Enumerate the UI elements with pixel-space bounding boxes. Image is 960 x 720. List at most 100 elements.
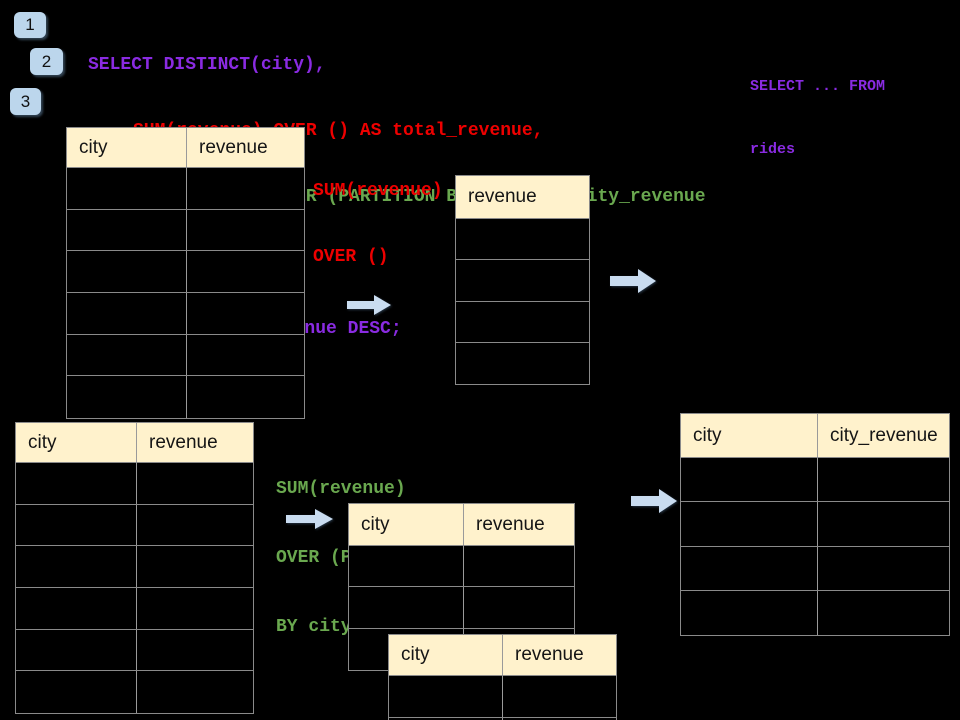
column-header-city-revenue: city_revenue (830, 424, 938, 446)
table-cell-empty (349, 546, 464, 587)
table-partition-overlay: city revenue (388, 634, 617, 720)
table-cell-empty (818, 591, 949, 635)
table-cell-empty (681, 502, 818, 546)
table-row (349, 587, 574, 629)
table-row (67, 334, 304, 377)
flow-arrow-right-3 (286, 509, 333, 529)
table-cell-empty (187, 251, 304, 292)
table-cell-empty (464, 587, 574, 627)
table-cell-empty (456, 302, 589, 342)
table-cell-empty (16, 546, 137, 587)
table-row (16, 671, 253, 713)
table-row (456, 219, 589, 261)
table-cell-empty (187, 376, 304, 418)
table-final-result: city city_revenue (680, 413, 950, 636)
table-row (681, 458, 949, 503)
table-cell-empty (67, 168, 187, 209)
table-row (456, 260, 589, 302)
column-header-city: city (681, 414, 818, 457)
step-badge-3: 3 (10, 88, 41, 115)
step-badge-1: 1 (14, 12, 46, 38)
table-cell-empty (187, 293, 304, 334)
table-cell-empty (187, 210, 304, 251)
table-cell-empty (137, 630, 253, 671)
side-note-code: SELECT ... FROM rides (750, 34, 885, 202)
table-cell-empty (16, 504, 137, 546)
table-row (681, 546, 949, 591)
table-cell-empty (818, 502, 949, 545)
label-total-revenue: SUM(revenue) OVER () (313, 136, 443, 312)
table-cell-empty (389, 718, 503, 720)
label-partition-line1: SUM(revenue) (276, 479, 406, 499)
label-total-line1: SUM(revenue) (313, 181, 443, 201)
table-cell-empty (137, 463, 253, 504)
table-cell-empty (67, 292, 187, 334)
table-cell-empty (67, 209, 187, 251)
table-cell-empty (67, 376, 187, 418)
table-cell-empty (389, 676, 503, 717)
column-header-revenue: revenue (476, 513, 545, 535)
table-source-top: city revenue (66, 127, 305, 419)
table-row (67, 376, 304, 418)
table-cell-empty (16, 587, 137, 629)
table-cell-empty (456, 219, 589, 259)
table-row (67, 209, 304, 252)
table-row (16, 629, 253, 672)
table-cell-empty (16, 671, 137, 713)
column-header-city: city (389, 635, 503, 675)
label-total-line2: OVER () (313, 247, 389, 267)
table-row (67, 168, 304, 210)
side-note-line2: rides (750, 141, 796, 158)
table-row (16, 546, 253, 588)
column-header-revenue: revenue (468, 186, 537, 207)
column-header-city: city (67, 128, 187, 167)
flow-arrow-right-1 (347, 295, 391, 315)
table-cell-empty (187, 335, 304, 376)
table-cell-empty (137, 671, 253, 713)
table-cell-empty (137, 505, 253, 546)
column-header-revenue: revenue (149, 431, 218, 453)
table-header-row: city revenue (389, 635, 616, 676)
table-cell-empty (681, 458, 818, 502)
table-row (67, 292, 304, 335)
sql-line-select: SELECT DISTINCT(city), (88, 55, 326, 75)
table-cell-empty (681, 546, 818, 590)
table-row (67, 251, 304, 293)
table-header-row: city revenue (16, 423, 253, 463)
table-cell-empty (137, 588, 253, 629)
column-header-revenue: revenue (199, 136, 268, 158)
table-cell-empty (16, 463, 137, 504)
table-row (16, 504, 253, 547)
column-header-city: city (16, 423, 137, 462)
table-row (681, 590, 949, 635)
table-cell-empty (67, 251, 187, 292)
table-cell-empty (681, 590, 818, 635)
table-row (349, 546, 574, 588)
table-cell-empty (16, 629, 137, 671)
table-header-row: revenue (456, 176, 589, 219)
table-row (456, 302, 589, 343)
table-cell-empty (456, 343, 589, 384)
flow-arrow-right-4 (631, 489, 677, 513)
flow-arrow-right-2 (610, 269, 656, 293)
table-header-row: city revenue (349, 504, 574, 546)
table-cell-empty (503, 676, 616, 717)
table-cell-empty (456, 260, 589, 300)
table-cell-empty (464, 546, 574, 586)
column-header-city: city (349, 504, 464, 545)
table-row (389, 718, 616, 720)
table-source-bottom: city revenue (15, 422, 254, 714)
side-note-line1: SELECT ... FROM (750, 78, 886, 95)
table-cell-empty (349, 587, 464, 628)
table-cell-empty (187, 168, 304, 209)
step-badge-2: 2 (30, 48, 63, 75)
table-row (16, 463, 253, 505)
table-cell-empty (137, 546, 253, 587)
table-header-row: city city_revenue (681, 414, 949, 458)
table-cell-empty (818, 458, 949, 501)
table-row (456, 343, 589, 384)
table-row (681, 502, 949, 547)
table-total-result: revenue (455, 175, 590, 385)
table-row (16, 587, 253, 630)
